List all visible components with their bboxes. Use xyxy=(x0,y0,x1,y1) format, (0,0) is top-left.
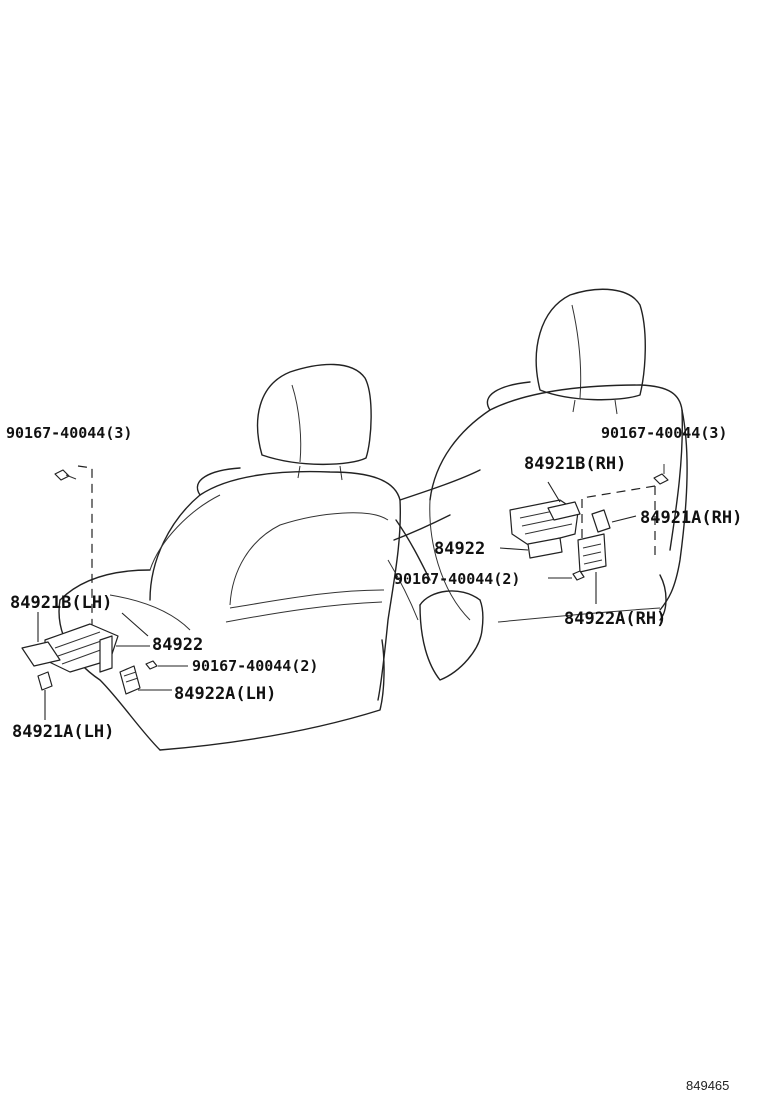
callout-lh-holder-b: 84921B(LH) xyxy=(10,593,112,613)
lh-mount-icon xyxy=(119,665,141,695)
rh-stalk-icon xyxy=(527,537,563,559)
lh-clip-icon xyxy=(37,671,53,691)
callout-rh-holder-a1: 84921A(RH) xyxy=(640,508,742,528)
callout-lh-bolt-3: 90167-40044(3) xyxy=(6,424,132,442)
rh-bolt-2-icon xyxy=(572,570,585,581)
callout-rh-84922: 84922 xyxy=(434,539,485,559)
callout-rh-holder-a2: 84922A(RH) xyxy=(564,609,666,629)
lh-bolt-3-icon xyxy=(54,469,77,481)
lh-cap-icon xyxy=(21,641,61,667)
right-seat xyxy=(387,288,688,681)
callout-lh-84922: 84922 xyxy=(152,635,203,655)
left-seat xyxy=(58,363,481,751)
callout-rh-bolt-2: 90167-40044(2) xyxy=(394,570,520,588)
callout-lh-holder-a1: 84921A(LH) xyxy=(12,722,114,742)
callout-rh-bolt-3: 90167-40044(3) xyxy=(601,424,727,442)
rh-holder-bracket-icon xyxy=(509,499,581,547)
rh-cap-icon xyxy=(591,509,611,533)
lh-holder-bracket-icon xyxy=(44,623,119,673)
lh-bolt-2-icon xyxy=(145,660,158,670)
rh-mount-icon xyxy=(577,533,607,573)
callout-lh-bolt-2: 90167-40044(2) xyxy=(192,657,318,675)
callout-lh-holder-a2: 84922A(LH) xyxy=(174,684,276,704)
figure-reference-number: 849465 xyxy=(686,1078,729,1093)
callout-rh-holder-b: 84921B(RH) xyxy=(524,454,626,474)
rh-parts xyxy=(499,464,669,604)
rh-bolt-3-icon xyxy=(653,464,669,485)
lh-parts xyxy=(21,465,188,720)
